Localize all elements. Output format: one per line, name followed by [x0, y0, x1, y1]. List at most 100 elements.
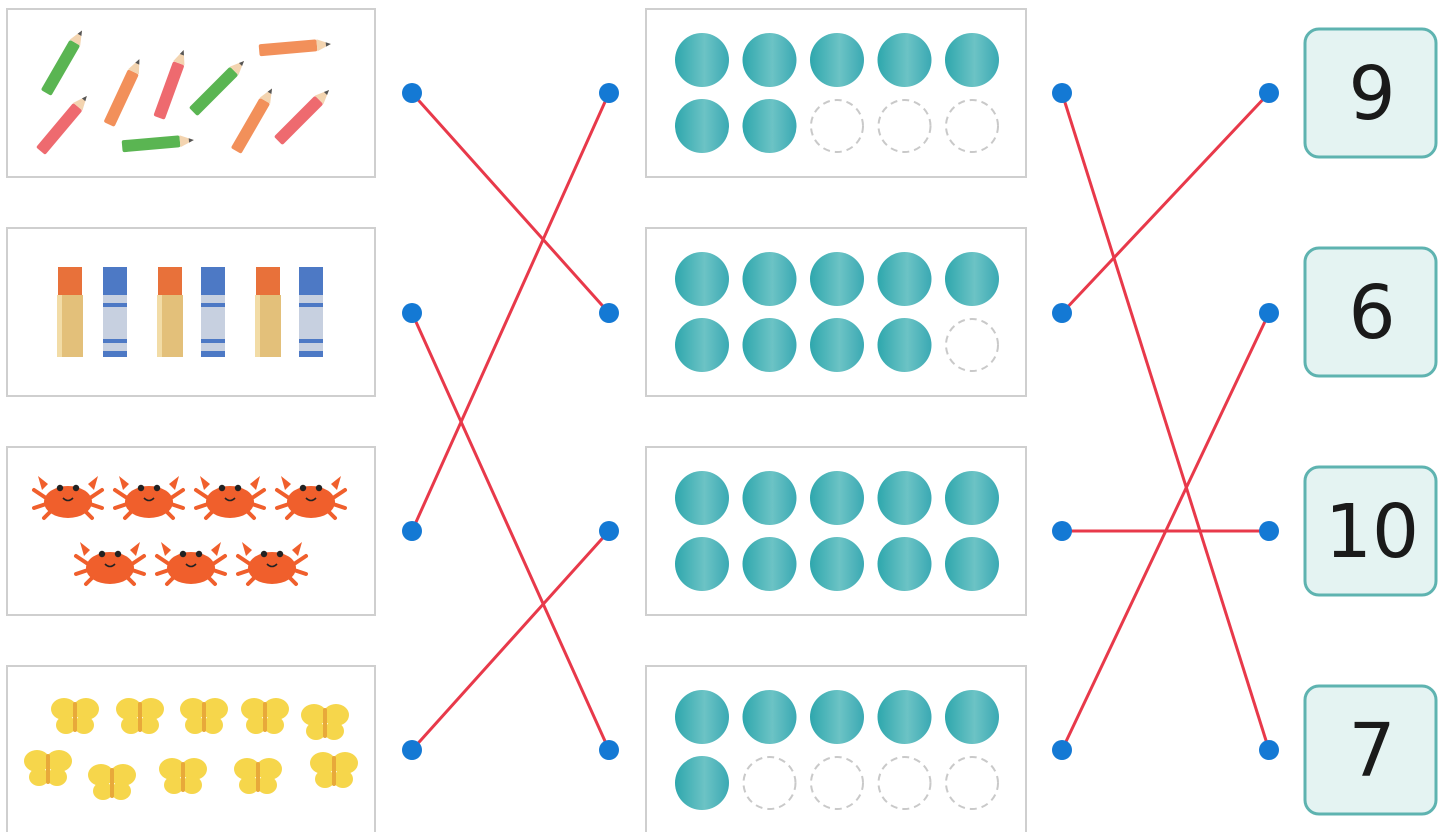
- counter-filled: [810, 690, 864, 744]
- connection-dot[interactable]: [1259, 303, 1279, 323]
- butterfly-icon: [180, 698, 228, 734]
- counter-filled: [877, 537, 932, 591]
- picture-box: [6, 8, 376, 178]
- ten-frame-boxes: [645, 8, 1027, 832]
- counter-empty: [945, 99, 999, 153]
- counter-filled: [675, 252, 729, 306]
- counter-filled: [675, 33, 729, 87]
- connection-dot[interactable]: [1259, 740, 1279, 760]
- connection-line: [410, 92, 611, 532]
- pencil-icon: [36, 95, 87, 155]
- butterfly-icon: [159, 758, 207, 794]
- connection-dot[interactable]: [1259, 521, 1279, 541]
- picture-box: [6, 665, 376, 832]
- counter-empty: [945, 318, 999, 372]
- connection-line: [1060, 312, 1271, 751]
- counter-filled: [742, 252, 797, 306]
- counter-filled: [675, 756, 729, 810]
- counter-filled: [877, 318, 932, 372]
- crab-icon: [32, 476, 104, 520]
- counter-filled: [877, 252, 932, 306]
- butterfly-icon: [241, 698, 289, 734]
- counter-filled: [945, 471, 999, 525]
- connection-line: [410, 312, 611, 751]
- connection-dot[interactable]: [599, 521, 619, 541]
- connection-dot[interactable]: [402, 740, 422, 760]
- connection-dots: [402, 83, 1279, 760]
- picture-box: [6, 446, 376, 616]
- pencil-icon: [258, 39, 331, 57]
- connection-dot[interactable]: [599, 303, 619, 323]
- counter-empty: [810, 756, 864, 810]
- crab-icon: [194, 476, 266, 520]
- connection-dot[interactable]: [402, 83, 422, 103]
- glue-stick-icon: [201, 267, 225, 357]
- counter-empty: [810, 99, 864, 153]
- counter-empty: [877, 756, 932, 810]
- counter-filled: [810, 33, 864, 87]
- butterfly-icon: [310, 752, 358, 788]
- picture-boxes: [6, 8, 376, 832]
- connection-dot[interactable]: [1259, 83, 1279, 103]
- number-boxes: 9 6 10 7: [1303, 27, 1438, 816]
- connection-dot[interactable]: [1052, 303, 1072, 323]
- connection-dot[interactable]: [599, 83, 619, 103]
- number-label: 7: [1348, 708, 1395, 794]
- counter-filled: [810, 471, 864, 525]
- ten-frame-box: [645, 446, 1027, 616]
- butterfly-icon: [301, 704, 349, 740]
- glue-stick-icon: [57, 267, 83, 357]
- glue-stick-icon: [103, 267, 127, 357]
- counter-empty: [742, 756, 797, 810]
- glue-stick-icon: [157, 267, 183, 357]
- connection-line: [410, 529, 611, 752]
- butterfly-icon: [24, 750, 72, 786]
- ten-frame-box: [645, 665, 1027, 832]
- counter-filled: [877, 690, 932, 744]
- counter-filled: [675, 318, 729, 372]
- connection-line: [410, 91, 611, 315]
- counter-filled: [810, 537, 864, 591]
- connection-lines: [410, 91, 1271, 752]
- counter-filled: [675, 537, 729, 591]
- pencil-icon: [153, 50, 185, 120]
- number-box: 6: [1303, 246, 1438, 378]
- connection-dot[interactable]: [402, 521, 422, 541]
- counter-filled: [945, 690, 999, 744]
- number-label: 10: [1325, 489, 1419, 575]
- counter-filled: [742, 471, 797, 525]
- connection-dot[interactable]: [599, 740, 619, 760]
- counter-filled: [742, 537, 797, 591]
- number-label: 6: [1348, 270, 1395, 356]
- connection-dot[interactable]: [1052, 740, 1072, 760]
- ten-frame-box: [645, 8, 1027, 178]
- counter-empty: [877, 99, 932, 153]
- crab-icon: [113, 476, 185, 520]
- number-box: 10: [1303, 465, 1438, 597]
- connection-dot[interactable]: [1052, 521, 1072, 541]
- counter-filled: [810, 252, 864, 306]
- crab-icon: [236, 542, 308, 586]
- crab-icon: [74, 542, 146, 586]
- connection-dot[interactable]: [402, 303, 422, 323]
- counter-filled: [742, 318, 797, 372]
- crab-icon: [275, 476, 347, 520]
- pencil-icon: [274, 89, 330, 145]
- pencil-icon: [104, 59, 140, 127]
- ten-frame-box: [645, 227, 1027, 397]
- counter-filled: [877, 471, 932, 525]
- counter-filled: [945, 537, 999, 591]
- counter-filled: [675, 471, 729, 525]
- connection-dot[interactable]: [1052, 83, 1072, 103]
- butterfly-icon: [234, 758, 282, 794]
- number-box: 7: [1303, 684, 1438, 816]
- counter-filled: [742, 33, 797, 87]
- pencil-icon: [189, 60, 245, 116]
- butterfly-icon: [88, 764, 136, 800]
- counter-filled: [877, 33, 932, 87]
- counter-filled: [945, 252, 999, 306]
- number-box: 9: [1303, 27, 1438, 159]
- counter-filled: [810, 318, 864, 372]
- glue-stick-icon: [299, 267, 323, 357]
